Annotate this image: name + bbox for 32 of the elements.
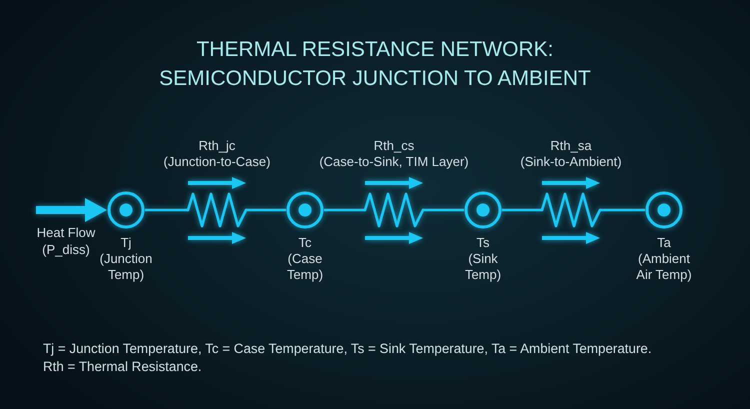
- node-circle: [286, 191, 324, 229]
- node-label: Ts: [476, 235, 490, 251]
- note-text: Rth = Thermal Resistance.: [43, 358, 202, 376]
- node-caption: (Ambient Air Temp): [635, 251, 693, 283]
- resistor-symbol: [188, 192, 246, 228]
- node-circle: [107, 191, 145, 229]
- node-caption: (Sink Temp): [464, 251, 502, 283]
- node-label: Tj: [120, 235, 132, 251]
- node-label: Rth_sa: [550, 138, 592, 154]
- node-label: Ta: [657, 235, 671, 251]
- node-caption: (Junction-to-Case): [164, 154, 270, 170]
- resistor-symbol: [542, 192, 600, 228]
- node-caption: (Sink-to-Ambient): [520, 154, 622, 170]
- connector-line: [145, 208, 188, 212]
- arrow: [36, 198, 107, 222]
- connector-line: [423, 208, 464, 212]
- resistor-symbol: [365, 192, 423, 228]
- connector-line: [324, 208, 365, 212]
- node-circle: [464, 191, 502, 229]
- node-label: Rth_jc: [198, 138, 236, 154]
- diagram-title: THERMAL RESISTANCE NETWORK: SEMICONDUCTOR JUNCTION TO AMBIENT: [158, 37, 592, 92]
- node-caption: (Case Temp): [286, 251, 324, 283]
- connector-line: [600, 208, 645, 212]
- node-caption: (Case-to-Sink, TIM Layer): [319, 154, 469, 170]
- node-circle: [645, 191, 683, 229]
- connector-line: [246, 208, 286, 212]
- edge-label: Heat Flow (P_diss): [36, 224, 96, 258]
- node-label: Tc: [298, 235, 312, 251]
- connector-line: [502, 208, 542, 212]
- node-label: Rth_cs: [374, 138, 414, 154]
- node-caption: (Junction Temp): [98, 251, 154, 283]
- note-text: Tj = Junction Temperature, Tc = Case Temperature, Ts = Sink Temperature, Ta = Ambient Temperature.: [43, 340, 652, 358]
